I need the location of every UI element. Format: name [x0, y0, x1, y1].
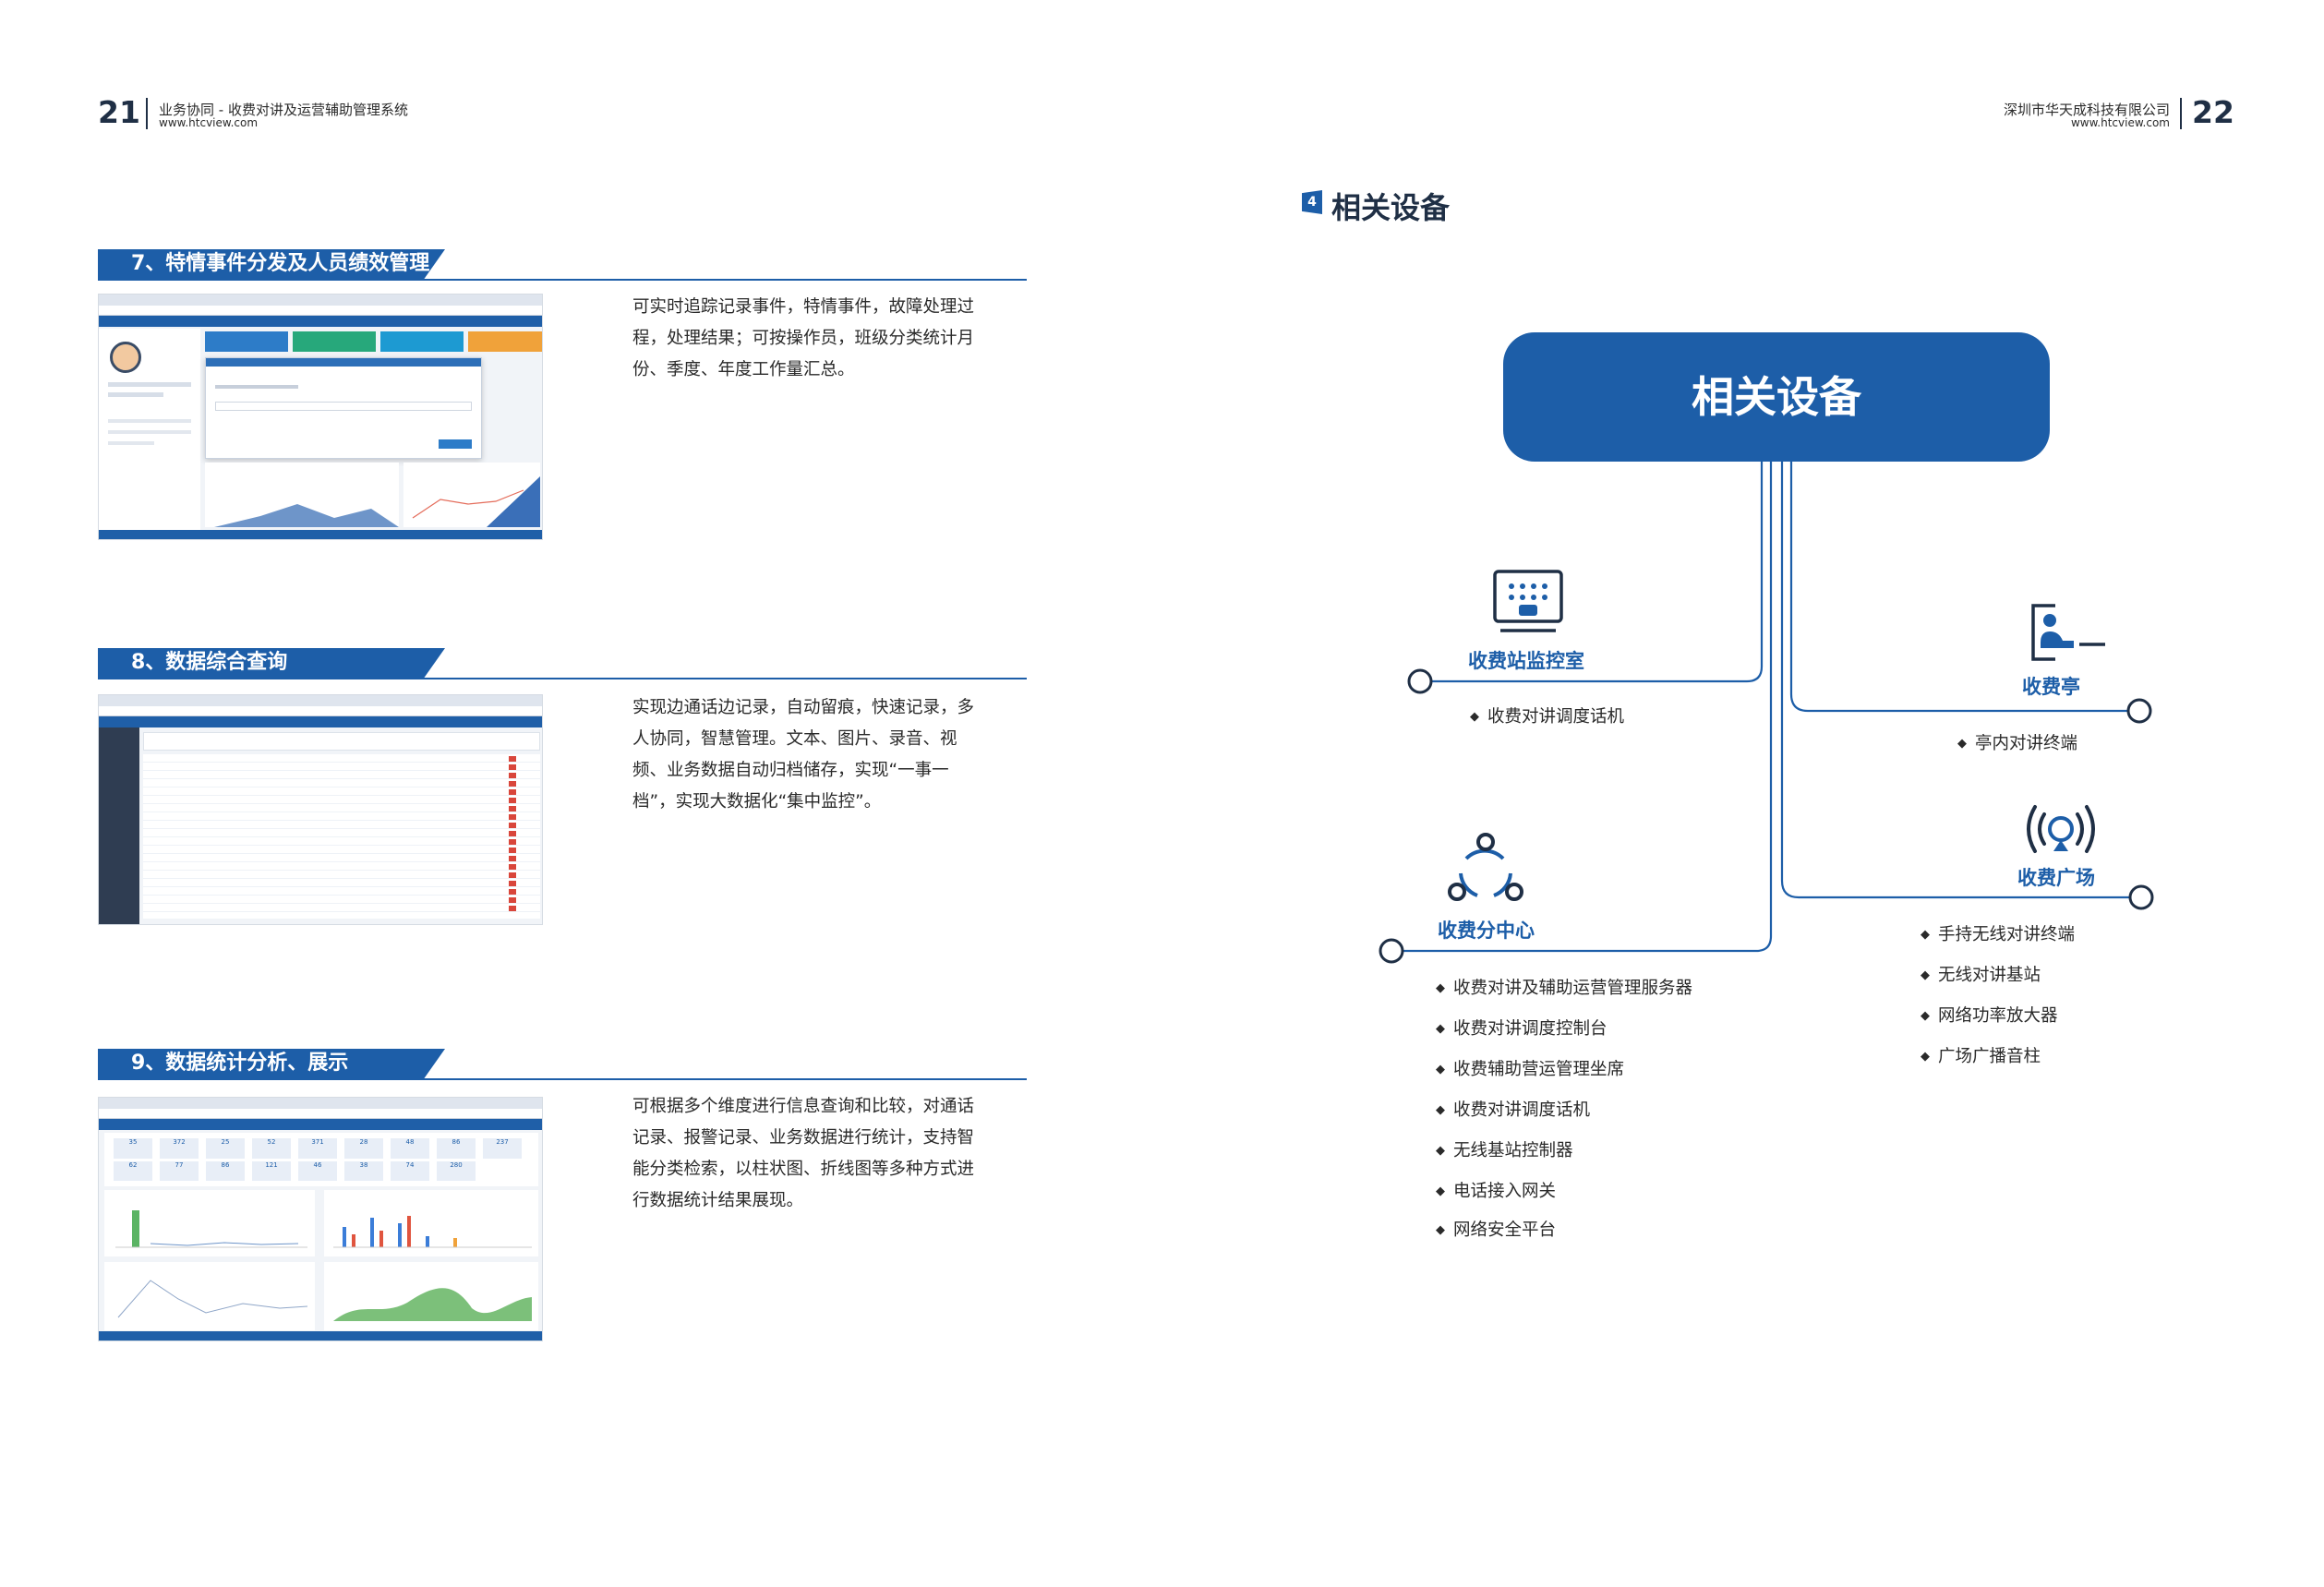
stat-tile: 38: [344, 1160, 383, 1181]
stat-tile: 77: [160, 1160, 199, 1181]
section-8-description: 实现边通话边记录，自动留痕，快速记录，多人协同，智慧管理。文本、图片、录音、视频…: [632, 698, 975, 812]
bar-chart-left: [115, 1210, 307, 1248]
hub-node: 相关设备: [1503, 332, 2050, 462]
right-page-number: 22: [2192, 94, 2234, 130]
stat-tile: 74: [391, 1160, 429, 1181]
monitor-grid-icon: [1493, 570, 1563, 632]
section-badge-number: 4: [1307, 195, 1317, 210]
area-chart: [214, 504, 399, 527]
section-title: 7、特情事件分发及人员绩效管理: [131, 252, 430, 275]
section-9-header: 9、数据统计分析、展示: [98, 1049, 1027, 1080]
left-page-number: 21: [98, 94, 140, 130]
device-item: 收费对讲调度话机: [1436, 1097, 1590, 1121]
section-title: 9、数据统计分析、展示: [131, 1052, 349, 1075]
device-item: 网络功率放大器: [1921, 1003, 2058, 1027]
section-8-header: 8、数据综合查询: [98, 648, 1027, 679]
device-item: 收费辅助营运管理坐席: [1436, 1056, 1624, 1080]
query-filter-bar: [143, 732, 540, 751]
query-sidebar: [99, 727, 139, 924]
right-header-company: 深圳市华天成科技有限公司: [2004, 102, 2171, 118]
device-item: 电话接入网关: [1436, 1178, 1556, 1202]
section-9-description: 可根据多个维度进行信息查询和比较，对通话记录、报警记录、业务数据进行统计，支持智…: [632, 1097, 975, 1210]
profile-panel: [99, 329, 200, 532]
device-item: 无线对讲基站: [1921, 962, 2041, 986]
stat-tile: 35: [114, 1138, 152, 1159]
stat-tile: 86: [206, 1160, 245, 1181]
query-table: [143, 754, 540, 919]
dispatch-dialog: [205, 357, 482, 459]
header-separator: [146, 98, 148, 129]
branch-label-plaza: 收费广场: [2017, 867, 2095, 889]
header-separator: [2180, 98, 2182, 129]
stat-tile: 372: [160, 1138, 199, 1159]
device-item: 无线基站控制器: [1436, 1137, 1573, 1161]
area-chart-green: [333, 1288, 532, 1321]
left-header-title: 业务协同 - 收费对讲及运营辅助管理系统: [159, 102, 408, 118]
device-item: 广场广播音柱: [1921, 1043, 2041, 1067]
branch-label-monitor-room: 收费站监控室: [1468, 650, 1584, 672]
section-badge: 4: [1302, 190, 1322, 214]
stat-tile: 121: [252, 1160, 291, 1181]
screenshot-data-query: [98, 694, 543, 925]
device-item: 收费对讲及辅助运营管理服务器: [1436, 975, 1692, 999]
stat-tile: 237: [483, 1138, 522, 1159]
stat-tile: 371: [298, 1138, 337, 1159]
screenshot-statistics: 35 372 25 52 371 28 48 86 237 62 77 86 1…: [98, 1097, 543, 1341]
stats-tiles: 35 372 25 52 371 28 48 86 237 62 77 86 1…: [104, 1133, 538, 1186]
broadcast-icon: [2027, 805, 2095, 853]
line-chart: [412, 476, 540, 527]
right-section-title: 相关设备: [1331, 190, 1451, 225]
branch-label-booth: 收费亭: [2022, 676, 2080, 698]
right-header-url: www.htcview.com: [2070, 116, 2170, 129]
avatar: [110, 342, 141, 373]
stat-tile: 86: [437, 1138, 476, 1159]
device-item: 亭内对讲终端: [1957, 730, 2077, 754]
device-item: 收费对讲调度话机: [1470, 703, 1624, 727]
left-header-url: www.htcview.com: [159, 116, 259, 129]
network-hub-icon: [1448, 833, 1523, 901]
booth-operator-icon: [2031, 604, 2105, 661]
stat-tile: 28: [344, 1138, 383, 1159]
bar-chart-right: [333, 1216, 532, 1248]
device-item: 手持无线对讲终端: [1921, 921, 2075, 945]
stat-tile: 52: [252, 1138, 291, 1159]
stat-tile: 46: [298, 1160, 337, 1181]
stat-tile: 48: [391, 1138, 429, 1159]
section-title: 8、数据综合查询: [131, 651, 288, 674]
stat-tile: 280: [437, 1160, 476, 1181]
device-item: 收费对讲调度控制台: [1436, 1016, 1608, 1040]
stat-tile: 25: [206, 1138, 245, 1159]
branch-label-sub-center: 收费分中心: [1438, 920, 1535, 942]
section-7-header: 7、特情事件分发及人员绩效管理: [98, 249, 1027, 281]
screenshot-event-management: [98, 294, 543, 540]
line-chart-left: [117, 1280, 308, 1318]
device-item: 网络安全平台: [1436, 1217, 1556, 1241]
stat-tile: 62: [114, 1160, 152, 1181]
section-7-description: 可实时追踪记录事件，特情事件，故障处理过程，处理结果；可按操作员，班级分类统计月…: [632, 297, 975, 379]
